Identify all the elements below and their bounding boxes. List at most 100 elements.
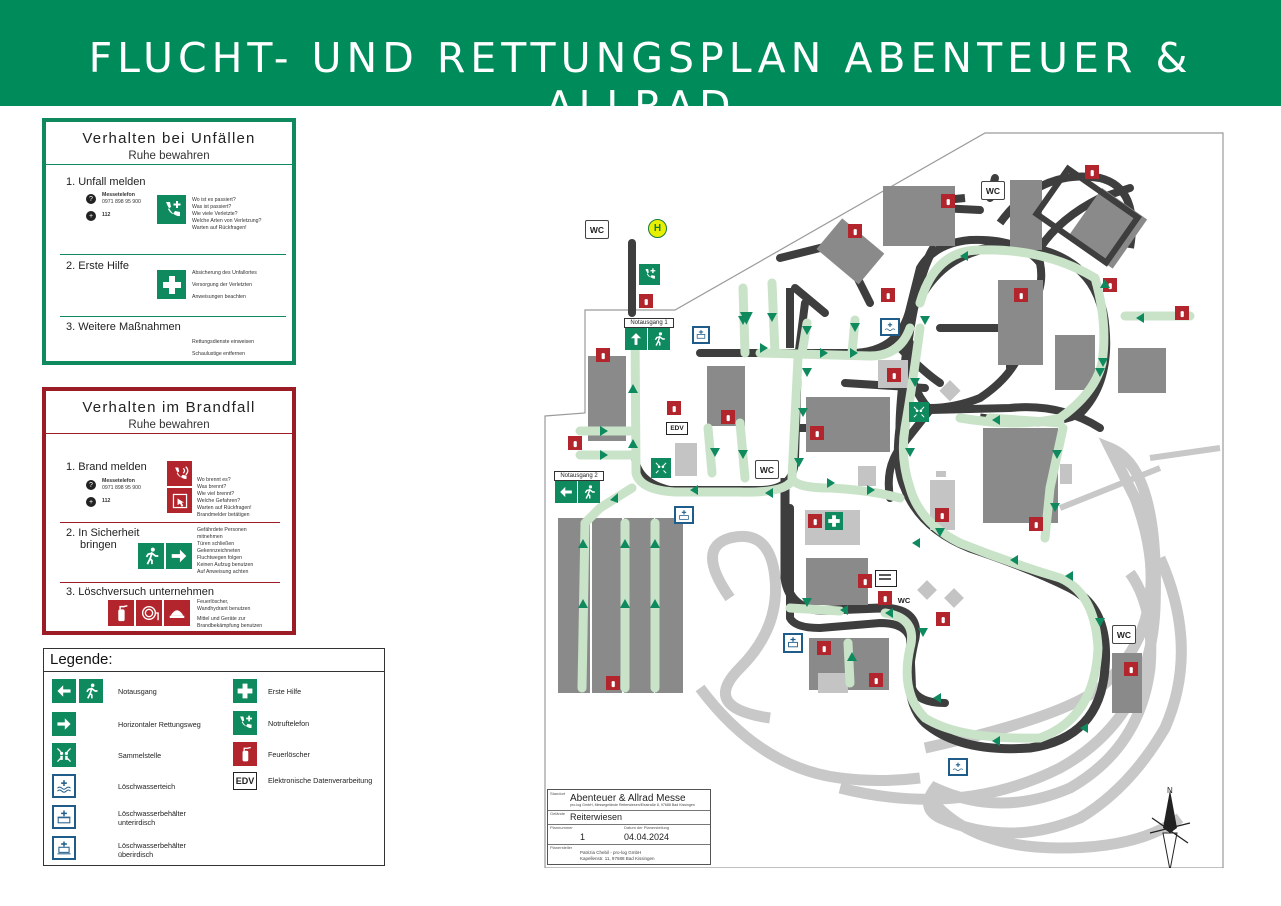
firefighting-equipment-icon bbox=[164, 600, 190, 626]
first-aid-icon bbox=[233, 679, 257, 703]
divider bbox=[60, 582, 280, 583]
aboveground-tank-icon bbox=[52, 836, 76, 860]
legend-notruftelefon: Notruftelefon bbox=[268, 719, 310, 728]
track-path bbox=[695, 684, 921, 786]
track-path bbox=[1058, 445, 1221, 511]
emergency-phone-icon bbox=[233, 711, 257, 735]
wc-sign: WC bbox=[755, 460, 779, 479]
legend-oberirdisch-1: Löschwasserbehälter bbox=[118, 841, 186, 850]
divider bbox=[44, 671, 384, 672]
fire-step-2a: 2. In Sicherheit bbox=[66, 527, 140, 539]
cross-bullet-icon: + bbox=[86, 497, 96, 507]
phone-label: Messetelefon bbox=[102, 192, 135, 198]
fire-extinguisher-icon bbox=[817, 641, 831, 655]
fire-subtitle: Ruhe bewahren bbox=[128, 419, 210, 431]
fire-extinguisher-icon bbox=[233, 742, 257, 766]
divider bbox=[60, 254, 286, 255]
running-person-icon bbox=[648, 328, 670, 350]
title-row: Standort Abenteuer & Allrad Messe pro-lo… bbox=[548, 790, 710, 811]
fire-extinguisher-icon bbox=[848, 224, 862, 238]
track-path bbox=[923, 555, 1187, 839]
legend-rettungsweg: Horizontaler Rettungsweg bbox=[118, 720, 201, 729]
legend-unterirdisch-2: unterirdisch bbox=[118, 818, 156, 827]
fire-extinguisher-icon bbox=[639, 294, 653, 308]
fire-extinguisher-icon bbox=[606, 676, 620, 690]
track-path bbox=[925, 794, 1184, 854]
water-pond-icon bbox=[948, 758, 968, 776]
fire-extinguisher-icon bbox=[936, 612, 950, 626]
track-path bbox=[707, 530, 782, 724]
water-pond-icon bbox=[880, 318, 900, 336]
north-arrow-icon bbox=[1149, 790, 1191, 871]
aboveground-tank-icon bbox=[692, 326, 710, 344]
water-pond-icon bbox=[52, 774, 76, 798]
hydrant-box-icon bbox=[875, 570, 897, 587]
site-map: N WC WC WC WC WC H Notausgang 1 Notausga… bbox=[540, 128, 1230, 871]
first-aid-2: Versorgung der Verletzten bbox=[192, 282, 252, 288]
first-aid-1: Absicherung des Unfallortes bbox=[192, 270, 257, 276]
fire-extinguisher-icon bbox=[869, 673, 883, 687]
legend-teich: Löschwasserteich bbox=[118, 782, 176, 791]
fire-questions: Wo brennt es? Was brennt? Wie viel brenn… bbox=[197, 477, 252, 518]
running-person-icon bbox=[578, 481, 600, 503]
divider bbox=[60, 316, 286, 317]
wc-sign: WC bbox=[981, 181, 1005, 200]
underground-tank-icon bbox=[52, 805, 76, 829]
parking-outline bbox=[1032, 164, 1142, 267]
phone-bubble-icon: ? bbox=[86, 480, 96, 490]
assembly-point-icon bbox=[909, 402, 929, 422]
escape-arrows bbox=[578, 251, 1144, 746]
direction-arrow-icon bbox=[578, 251, 1144, 746]
fire-extinguisher-icon bbox=[858, 574, 872, 588]
fire-extinguisher-icon bbox=[1014, 288, 1028, 302]
running-person-icon bbox=[79, 679, 103, 703]
legend-edv: Elektronische Datenverarbeitung bbox=[268, 776, 373, 785]
fire-extinguisher-icon bbox=[808, 514, 822, 528]
fire-extinguisher-icon bbox=[878, 591, 892, 605]
arrow-left-icon bbox=[52, 679, 76, 703]
area-name: Reiterwiesen bbox=[570, 812, 623, 822]
fire-extinguisher-icon bbox=[941, 194, 955, 208]
divider bbox=[46, 433, 292, 434]
emergency-phone-icon bbox=[639, 264, 660, 285]
fire-extinguisher-icon bbox=[887, 368, 901, 382]
fire-step-3: 3. Löschversuch unternehmen bbox=[66, 586, 214, 598]
legend-sammelstelle: Sammelstelle bbox=[118, 751, 162, 760]
exit-arrow-left-icon bbox=[555, 481, 577, 503]
fire-extinguisher-icon bbox=[1085, 165, 1099, 179]
fire-title: Verhalten im Brandfall bbox=[82, 399, 256, 416]
further-2: Schaulustige entfernen bbox=[192, 351, 246, 357]
aboveground-tank-icon bbox=[783, 633, 803, 653]
helipad-icon: H bbox=[648, 219, 667, 238]
arrow-right-icon bbox=[52, 712, 76, 736]
accident-step-3: 3. Weitere Maßnahmen bbox=[66, 321, 181, 333]
fire-extinguisher-icon bbox=[596, 348, 610, 362]
phone-bubble-icon: ? bbox=[86, 194, 96, 204]
fire-extinguisher-icon bbox=[667, 401, 681, 415]
fire-extinguisher-icon bbox=[1029, 517, 1043, 531]
fire-panel: Verhalten im Brandfall Ruhe bewahren 1. … bbox=[42, 387, 296, 635]
accident-subtitle: Ruhe bewahren bbox=[128, 150, 210, 162]
arrow-right-icon bbox=[166, 543, 192, 569]
plan-date: 04.04.2024 bbox=[624, 832, 670, 842]
exit-1-label: Notausgang 1 bbox=[624, 318, 674, 328]
emergency-phone-icon bbox=[157, 195, 186, 224]
site-name: Abenteuer & Allrad Messe bbox=[570, 793, 686, 804]
fire-extinguisher-icon bbox=[881, 288, 895, 302]
legend-oberirdisch-2: überirdisch bbox=[118, 850, 154, 859]
legend-erste-hilfe: Erste Hilfe bbox=[268, 687, 302, 696]
title-row: Plannummer 1 Datum der Planerstellung 04… bbox=[548, 824, 710, 845]
emergency-number: 112 bbox=[102, 212, 111, 218]
first-aid-3: Anweisungen beachten bbox=[192, 294, 246, 300]
fire-extinguish-list: Feuerlöscher, Wandhydrant benutzen Mitte… bbox=[197, 599, 263, 629]
fire-safety-list: Gefährdete Personen mitnehmen Türen schl… bbox=[197, 527, 254, 575]
title-row: Gelände Reiterwiesen bbox=[548, 810, 710, 825]
accident-panel: Verhalten bei Unfällen Ruhe bewahren 1. … bbox=[42, 118, 296, 365]
legend-unterirdisch-1: Löschwasserbehälter bbox=[118, 809, 186, 818]
edv-tag-icon: EDV bbox=[233, 772, 257, 790]
north-label: N bbox=[1167, 786, 1173, 795]
first-aid-icon bbox=[157, 270, 186, 299]
exit-2-label: Notausgang 2 bbox=[554, 471, 604, 481]
page-title: FLUCHT- UND RETTUNGSPLAN ABENTEUER & ALL… bbox=[88, 34, 1193, 130]
accident-step-1: 1. Unfall melden bbox=[66, 176, 146, 188]
